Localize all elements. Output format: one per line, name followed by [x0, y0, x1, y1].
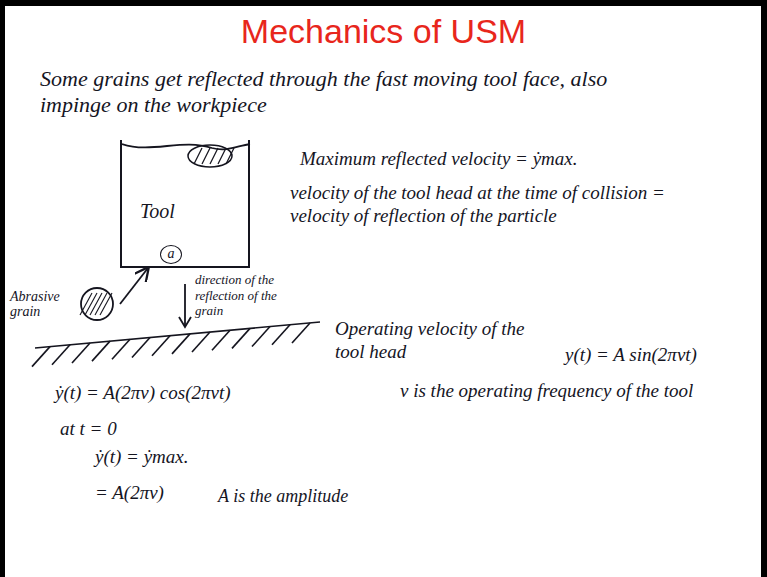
note-text: direction of the reflection of the grain [195, 272, 307, 319]
note-text: y(t) = A sin(2πνt) [565, 344, 755, 367]
note-text: velocity of the tool head at the time of… [290, 182, 720, 228]
slide-frame [761, 0, 767, 577]
abrasive-grain: Abrasive grain [10, 285, 120, 323]
note-text: = A(2πν) [95, 482, 215, 505]
note-text: Operating velocity of the tool head [335, 318, 555, 364]
tool-shank [122, 140, 252, 180]
grain-circle [78, 285, 116, 323]
note-text: at t = 0 [60, 418, 200, 441]
slide-frame [0, 0, 5, 577]
workpiece-surface [32, 322, 320, 367]
note-text: ẏ(t) = ẏmax. [95, 446, 295, 469]
note-text: A is the amplitude [218, 486, 438, 508]
note-text: Some grains get reflected through the fa… [40, 66, 640, 119]
tool-label: Tool [140, 200, 175, 223]
slide-title: Mechanics of USM [0, 12, 767, 51]
slide-frame [0, 0, 767, 6]
tool-body: Tool [120, 140, 250, 268]
note-text: a [160, 245, 182, 264]
grain-label: Abrasive grain [10, 289, 78, 320]
note-text: Maximum reflected velocity = ẏmax. [300, 148, 740, 171]
note-text: ν is the operating frequency of the tool [400, 380, 750, 403]
note-text: ẏ(t) = A(2πν) cos(2πνt) [55, 382, 375, 405]
impact-arrow [120, 268, 148, 304]
reflection-arrow [179, 284, 191, 327]
